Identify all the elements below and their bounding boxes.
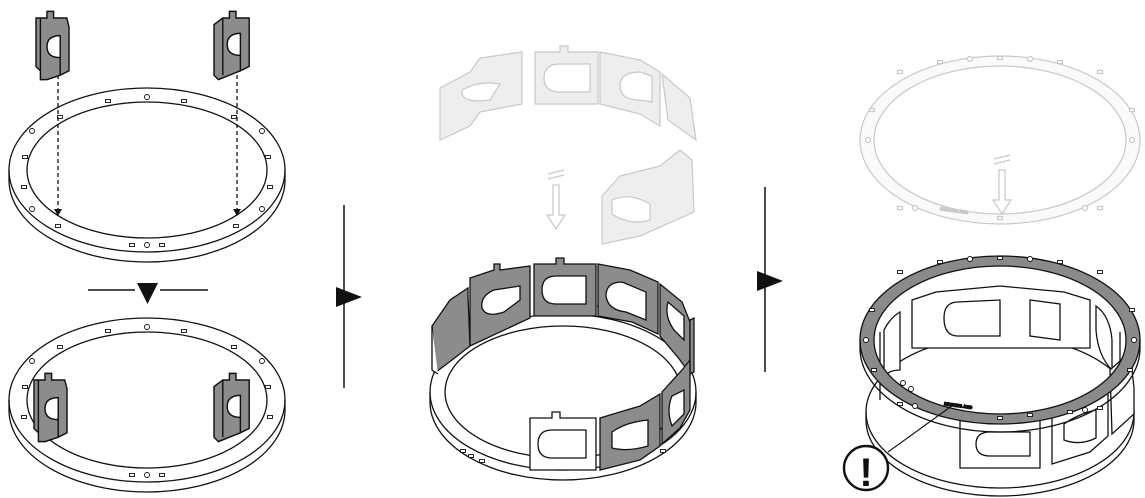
- bracket-right-loose: [214, 11, 249, 79]
- panel-2-faint-brackets: [440, 46, 696, 244]
- step-arrow-2: [757, 187, 783, 372]
- triangle-right-icon: [336, 287, 362, 307]
- triangle-down-icon: [137, 283, 158, 304]
- exclamation-circle-icon: !: [844, 446, 888, 495]
- step-arrow-1: [336, 205, 362, 388]
- bracket-left-loose: [36, 11, 69, 79]
- triangle-right-icon: [757, 271, 783, 291]
- warning-symbol: !: [859, 451, 872, 495]
- panel-1-top: [9, 75, 285, 262]
- panel-3-assembled: KIRKERLAND: [860, 256, 1140, 496]
- hollow-down-arrow-icon: [547, 170, 565, 229]
- step-down-indicator: [88, 283, 208, 304]
